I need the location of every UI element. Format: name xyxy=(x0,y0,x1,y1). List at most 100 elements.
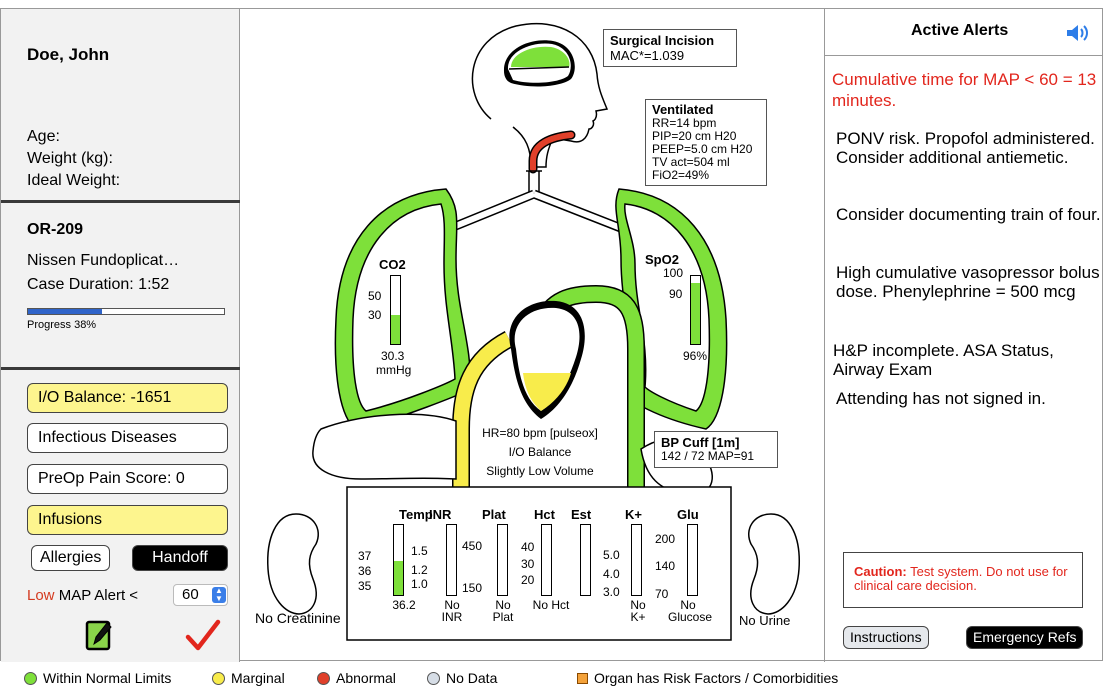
co2-tick-50: 50 xyxy=(368,289,382,303)
ideal-weight-label: Ideal Weight: xyxy=(27,172,121,189)
heart-info[interactable]: HR=80 bpm [pulseox] I/O Balance Slightly… xyxy=(475,426,605,478)
emergency-refs-button[interactable]: Emergency Refs xyxy=(966,626,1084,649)
lab-temp-gauge-fill xyxy=(394,561,403,595)
patient-panel: Doe, John Age: Weight (kg): Ideal Weight… xyxy=(1,9,240,662)
age-label: Age: xyxy=(27,128,60,145)
nodata-dot-icon xyxy=(427,672,440,685)
alerts-title: Active Alerts xyxy=(911,22,1009,39)
lab-k-tick: 3.0 xyxy=(603,585,620,599)
app-window: Doe, John Age: Weight (kg): Ideal Weight… xyxy=(0,8,1103,662)
map-alert-select[interactable]: 60 ▲▼ xyxy=(173,584,228,606)
checkmark-icon[interactable] xyxy=(185,619,221,651)
lab-temp-tick: 35 xyxy=(358,579,372,593)
map-alert-value: 60 xyxy=(182,586,199,603)
marginal-dot-icon xyxy=(212,672,225,685)
alert-item[interactable]: Attending has not signed in. xyxy=(836,389,1046,408)
surgical-title: Surgical Incision xyxy=(610,33,715,48)
lab-hct-title: Hct xyxy=(534,507,555,522)
vent-rr: RR=14 bpm xyxy=(652,116,717,130)
lab-k-title: K+ xyxy=(625,507,642,522)
alert-item[interactable]: PONV risk. Propofol administered. Consid… xyxy=(836,129,1095,167)
co2-tick-30: 30 xyxy=(368,308,382,322)
lab-k-value: No K+ xyxy=(630,598,646,624)
lab-temp-title: Temp xyxy=(399,507,433,522)
divider xyxy=(1,367,240,370)
spo2-tick-100: 100 xyxy=(663,266,684,280)
lab-hct-value: No Hct xyxy=(532,598,570,612)
handoff-button[interactable]: Handoff xyxy=(132,545,228,571)
surgical-incision-box[interactable]: Surgical Incision MAC*=1.039 xyxy=(603,29,737,67)
lab-plat-title: Plat xyxy=(482,507,506,522)
caution-text: Test system. Do not use for clinical car… xyxy=(854,564,1068,593)
vent-title: Ventilated xyxy=(652,102,714,117)
caution-title: Caution: xyxy=(854,564,907,579)
speaker-icon[interactable] xyxy=(1065,23,1089,43)
bp-cuff-box[interactable]: BP Cuff [1m] 142 / 72 MAP=91 xyxy=(654,431,778,468)
edit-note-icon[interactable] xyxy=(85,619,113,651)
allergies-button[interactable]: Allergies xyxy=(31,545,111,571)
lab-plat-tick: 150 xyxy=(462,581,483,595)
lab-hct-tick: 40 xyxy=(521,540,535,554)
abnormal-dot-icon xyxy=(317,672,330,685)
lab-est-gauge[interactable] xyxy=(580,524,591,596)
vent-peep: PEEP=5.0 cm H20 xyxy=(652,142,753,156)
patient-info: Age: Weight (kg): Ideal Weight: xyxy=(27,126,120,192)
spo2-value: 96% xyxy=(683,349,708,363)
weight-label: Weight (kg): xyxy=(27,150,113,167)
co2-gauge xyxy=(390,275,401,345)
divider xyxy=(1,200,240,203)
map-alert-low: Low xyxy=(27,587,55,604)
lab-k-gauge[interactable] xyxy=(631,524,642,596)
preop-pain-button[interactable]: PreOp Pain Score: 0 xyxy=(27,464,228,494)
lab-inr-gauge[interactable] xyxy=(446,524,457,596)
case-room: OR-209 xyxy=(27,221,84,238)
lab-glu-title: Glu xyxy=(677,507,699,522)
lab-temp-value: 36.2 xyxy=(392,598,416,612)
case-progress-bar xyxy=(27,308,225,315)
spo2-tick-90: 90 xyxy=(669,287,683,301)
lab-inr-value: No INR xyxy=(441,598,463,624)
head-outline xyxy=(471,22,609,168)
legend-nodata: No Data xyxy=(427,670,497,686)
liver xyxy=(312,413,457,480)
alert-item[interactable]: High cumulative vasopressor bolus dose. … xyxy=(836,263,1100,301)
lab-hct-tick: 30 xyxy=(521,557,535,571)
ventilated-box[interactable]: Ventilated RR=14 bpm PIP=20 cm H20 PEEP=… xyxy=(645,99,767,186)
lab-glu-tick: 140 xyxy=(655,559,676,573)
lab-k-tick: 4.0 xyxy=(603,567,620,581)
co2-gauge-fill xyxy=(391,314,400,344)
instructions-button[interactable]: Instructions xyxy=(843,626,929,649)
urine-label: No Urine xyxy=(739,613,791,628)
co2-unit: mmHg xyxy=(376,363,412,377)
lab-temp-tick: 37 xyxy=(358,549,372,563)
infectious-diseases-button[interactable]: Infectious Diseases xyxy=(27,423,228,453)
lab-hct-tick: 20 xyxy=(521,573,535,587)
alerts-header: Active Alerts xyxy=(825,9,1102,56)
lab-temp-gauge[interactable] xyxy=(393,524,404,596)
alert-item[interactable]: H&P incomplete. ASA Status, Airway Exam xyxy=(833,341,1054,379)
co2-value: 30.3 xyxy=(381,349,405,363)
lab-temp-tick: 36 xyxy=(358,564,372,578)
lab-hct-gauge[interactable] xyxy=(541,524,552,596)
lab-inr-tick: 1.0 xyxy=(411,577,428,591)
heart-hr: HR=80 bpm [pulseox] xyxy=(482,426,598,440)
left-kidney xyxy=(267,513,319,615)
legend-marginal-text: Marginal xyxy=(231,670,285,686)
alert-item[interactable]: Consider documenting train of four. xyxy=(836,205,1101,224)
vent-tv: TV act=504 ml xyxy=(652,155,730,169)
organ-map: Surgical Incision MAC*=1.039 Ventilated … xyxy=(241,9,823,662)
lab-glu-gauge[interactable] xyxy=(687,524,698,596)
lab-plat-gauge[interactable] xyxy=(497,524,508,596)
body-diagram xyxy=(267,22,800,641)
legend-abnormal: Abnormal xyxy=(317,670,396,686)
bronchi xyxy=(434,189,638,239)
bp-title: BP Cuff [1m] xyxy=(661,435,740,450)
surgical-mac: MAC*=1.039 xyxy=(610,48,685,63)
normal-dot-icon xyxy=(24,672,37,685)
infusions-button[interactable]: Infusions xyxy=(27,505,228,535)
lab-est-title: Est xyxy=(571,507,592,522)
chevron-updown-icon: ▲▼ xyxy=(212,587,226,603)
io-balance-button[interactable]: I/O Balance: -1651 xyxy=(27,383,228,413)
caution-box: Caution: Test system. Do not use for cli… xyxy=(843,552,1083,608)
legend-risk: Organ has Risk Factors / Comorbidities xyxy=(577,670,838,686)
